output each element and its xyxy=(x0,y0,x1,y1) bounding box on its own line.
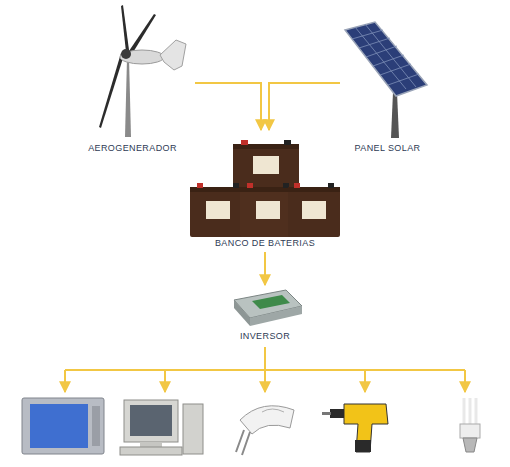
drill-picture xyxy=(322,404,388,452)
inverter-node: INVERSOR xyxy=(215,285,315,345)
inverter-picture xyxy=(234,290,302,326)
component-label: INVERSOR xyxy=(238,331,292,342)
component-label: BANCO DE BATERIAS xyxy=(213,238,317,249)
computer-picture xyxy=(120,400,203,455)
wind-turbine-node: AEROGENERADOR xyxy=(70,5,195,157)
light-bulb-picture xyxy=(460,398,480,452)
solar-panel-node: PANEL SOLAR xyxy=(340,5,435,157)
battery-bank-picture xyxy=(190,140,340,237)
power-connector xyxy=(195,83,261,130)
distribution-wires xyxy=(65,347,465,392)
power-connector xyxy=(264,252,266,285)
power-connector xyxy=(269,83,340,130)
component-label: AEROGENERADOR xyxy=(86,143,179,154)
hand-mixer-picture xyxy=(236,406,294,455)
battery-bank-node: BANCO DE BATERIAS xyxy=(185,130,345,252)
television-picture xyxy=(22,398,104,454)
wind-turbine-picture xyxy=(99,5,186,137)
solar-panel-picture xyxy=(345,22,427,138)
component-label: PANEL SOLAR xyxy=(353,143,423,154)
